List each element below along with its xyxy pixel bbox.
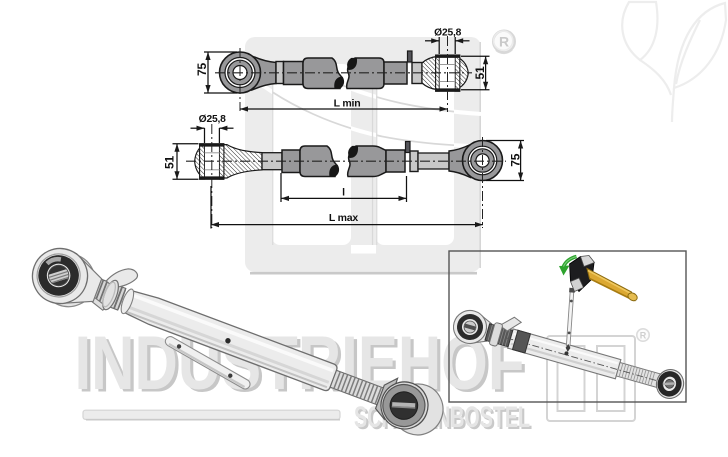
svg-text:R: R	[499, 34, 509, 50]
svg-text:l: l	[342, 187, 345, 199]
svg-text:75: 75	[195, 62, 209, 75]
svg-text:Ø25,8: Ø25,8	[434, 27, 462, 38]
svg-text:L max: L max	[329, 212, 359, 224]
svg-text:Ø25,8: Ø25,8	[199, 114, 227, 125]
svg-text:L min: L min	[334, 98, 361, 110]
svg-text:51: 51	[163, 156, 177, 169]
svg-text:75: 75	[508, 153, 522, 166]
svg-text:51: 51	[473, 66, 487, 79]
svg-text:R: R	[640, 331, 647, 341]
